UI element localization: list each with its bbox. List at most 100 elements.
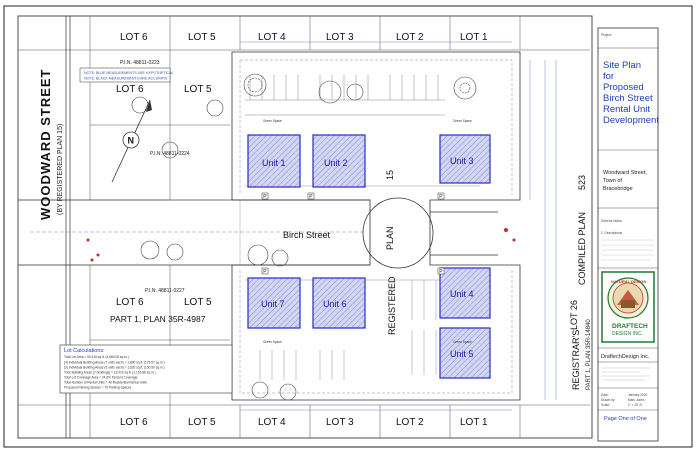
svg-text:LOT 4: LOT 4 — [258, 32, 286, 43]
lot-labels-top: LOT 6 LOT 5 LOT 4 LOT 3 LOT 2 LOT 1 — [120, 32, 488, 43]
unit-2: Unit 2 — [312, 134, 366, 188]
pin-label: P.I.N. 48811-0223 — [120, 60, 160, 66]
birch-street-label: Birch Street — [283, 230, 331, 240]
svg-text:DESIGN INC.: DESIGN INC. — [612, 331, 643, 337]
date-label: Date: — [601, 393, 609, 397]
plan-label: PLAN — [385, 226, 395, 250]
svg-text:LOT 6: LOT 6 — [116, 297, 144, 308]
svg-text:NOTE: BLUE MEASUREMENTS ARE H: NOTE: BLUE MEASUREMENTS ARE HYPOTHETICAL — [84, 71, 173, 75]
svg-text:LOT 3: LOT 3 — [326, 32, 354, 43]
lot-labels-mid-lower: LOT 6 LOT 5 — [116, 297, 212, 308]
north-arrow-icon: N — [111, 99, 152, 183]
drawn-value: Mark Jones — [628, 398, 645, 402]
svg-text:LOT 5: LOT 5 — [188, 417, 216, 428]
svg-text:Unit 5: Unit 5 — [450, 349, 474, 359]
pin-label: P.I.N. 48811-0227 — [145, 288, 185, 294]
svg-text:Unit 2: Unit 2 — [324, 158, 348, 168]
compiled-plan-label: COMPILED PLAN — [577, 212, 587, 285]
unit-6: Unit 6 — [312, 277, 366, 329]
parking-stalls-top — [245, 75, 445, 116]
registered-label: REGISTERED — [387, 276, 397, 335]
unit-1: Unit 1 — [247, 134, 301, 188]
scale-label: Scale: — [601, 403, 610, 407]
svg-text:DRAFTECH: DRAFTECH — [612, 323, 648, 330]
location-line: Woodward Street, — [603, 170, 647, 176]
drawn-label: Drawn by: — [601, 398, 615, 402]
lot-labels-bottom: LOT 6 LOT 5 LOT 4 LOT 3 LOT 2 LOT 1 — [120, 417, 488, 428]
green-space-label: Green Space — [263, 119, 282, 123]
svg-text:Unit 6: Unit 6 — [323, 299, 347, 309]
part1-plan-label: PART 1, PLAN 35R-4987 — [110, 314, 206, 324]
title-line: Development — [603, 115, 659, 126]
lot-calc-row: Total Number of Rental Units = 46 Reside… — [64, 381, 147, 385]
svg-text:P: P — [439, 194, 443, 200]
title-line: Site Plan — [603, 60, 641, 71]
lot-26-label: LOT 26 — [569, 300, 579, 330]
part1-right-label: PART 1, PLAN 35R-14840 — [586, 319, 592, 390]
svg-text:NOTE: BLACK MEASUREMENTS ARE: NOTE: BLACK MEASUREMENTS ARE ACCURATE — [84, 77, 168, 81]
lot-calculations-box: Lot Calculations: Total Lot Area = 50,41… — [59, 344, 233, 394]
project-label: Project: — [601, 33, 612, 37]
svg-text:Unit 7: Unit 7 — [261, 299, 285, 309]
title-block: Project: Site Plan for Proposed Birch St… — [597, 27, 659, 442]
registrars-label: REGISTRAR'S — [571, 330, 581, 390]
svg-text:P: P — [439, 269, 443, 275]
svg-text:P: P — [309, 194, 313, 200]
svg-text:LOT 3: LOT 3 — [326, 417, 354, 428]
date-value: January 2020 — [628, 393, 648, 397]
location-line: Town of — [603, 178, 622, 184]
lot-labels-mid-upper: LOT 6 LOT 5 — [116, 84, 212, 95]
dimension-lines — [240, 41, 557, 411]
scale-value: 1" = 20'-0" — [628, 403, 643, 407]
unit-buildings: Unit 1 Unit 2 Unit 3 Unit 4 Unit 5 Unit … — [247, 134, 491, 379]
svg-text:LOT 2: LOT 2 — [396, 417, 424, 428]
svg-text:LOT 6: LOT 6 — [120, 32, 148, 43]
lot-calc-row: Total Building Areas (7 buildings) = 12,… — [64, 371, 156, 375]
survey-markers — [86, 228, 516, 262]
location-line: Bracebridge — [603, 186, 633, 192]
svg-text:LOT 4: LOT 4 — [258, 417, 286, 428]
svg-text:LOT 5: LOT 5 — [184, 84, 212, 95]
title-line: Birch Street — [603, 93, 653, 104]
measurement-notes: NOTE: BLUE MEASUREMENTS ARE HYPOTHETICAL… — [79, 67, 173, 83]
unit-5: Unit 5 — [439, 327, 491, 379]
svg-text:LOT 6: LOT 6 — [120, 417, 148, 428]
pin-label: P.I.N. 48811-0224 — [150, 151, 190, 157]
svg-text:P: P — [263, 194, 267, 200]
legend-label: 1. Descriptions — [601, 231, 622, 235]
page-label: Page One of One — [604, 416, 647, 422]
green-space-label: Green Space — [453, 340, 472, 344]
svg-text:LOT 6: LOT 6 — [116, 84, 144, 95]
lot-calc-row: (4) Individual Building Areas (7 units e… — [64, 361, 165, 365]
svg-text:LOT 1: LOT 1 — [460, 32, 488, 43]
svg-text:LOT 5: LOT 5 — [184, 297, 212, 308]
green-space-label: Green Space — [263, 340, 282, 344]
svg-text:Unit 3: Unit 3 — [450, 156, 474, 166]
lot-calc-row: Proposed Parking Spaces = 70 Parking Spa… — [64, 386, 132, 390]
green-space-label: Green Space — [453, 119, 472, 123]
lot-calc-row: Total Lot Area = 50,418 sq.ft. (4,684.06… — [64, 355, 129, 359]
svg-text:LOT 1: LOT 1 — [460, 417, 488, 428]
svg-text:P: P — [263, 269, 267, 275]
svg-text:Unit 4: Unit 4 — [450, 289, 474, 299]
lot-calc-row: Total Lot Coverage Area = 24.6% Percent … — [64, 376, 138, 380]
tree-icons — [131, 73, 477, 401]
unit-7: Unit 7 — [247, 277, 301, 329]
parking-markers: P P P P P — [261, 192, 445, 275]
general-notes-label: General Notes: — [601, 219, 623, 223]
woodward-street-sublabel: (BY REGISTERED PLAN 15) — [57, 124, 64, 215]
lot-calc-title: Lot Calculations: — [64, 348, 105, 354]
svg-text:LOT 2: LOT 2 — [396, 32, 424, 43]
svg-text:N: N — [128, 136, 135, 146]
company-name: DraftechDesign Inc. — [601, 354, 650, 360]
svg-text:LOT 5: LOT 5 — [188, 32, 216, 43]
title-line: Proposed — [603, 82, 644, 93]
title-line: for — [603, 71, 614, 82]
compiled-523-label: 523 — [577, 175, 587, 190]
lot-calc-row: (3) Individual Building Areas (6 units e… — [64, 366, 165, 370]
draftech-logo: NATURAL DESIGN DRAFTECH DESIGN INC. — [601, 271, 655, 343]
woodward-street-label: WOODWARD STREET — [38, 69, 53, 221]
unit-3: Unit 3 — [439, 134, 491, 184]
unit-4: Unit 4 — [439, 267, 491, 319]
